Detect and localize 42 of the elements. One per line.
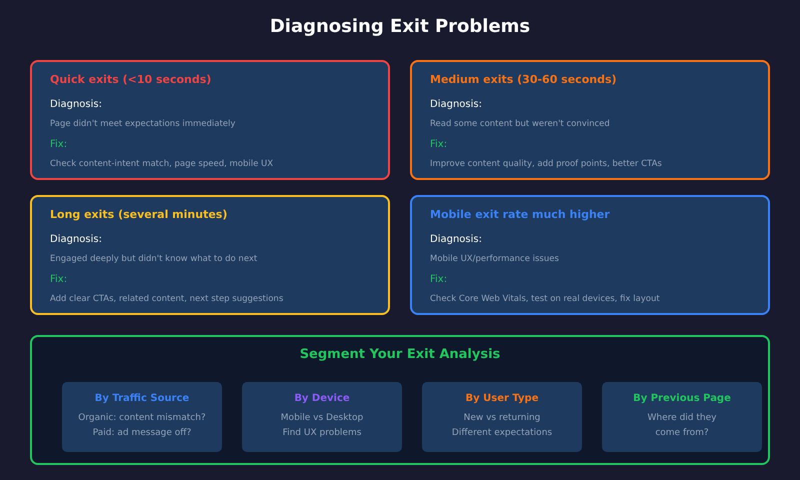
diagnosis-card: [30, 60, 390, 180]
segment-text: Paid: ad message off?: [92, 427, 192, 440]
section-label: Diagnosis:: [50, 99, 102, 110]
diagnosis-card: [410, 60, 770, 180]
card-heading: Quick exits (<10 seconds): [50, 73, 212, 86]
segment-heading: By Traffic Source: [94, 393, 190, 405]
card-heading: Mobile exit rate much higher: [430, 208, 610, 221]
diagnosis-card: [410, 195, 770, 315]
diagram-title: Diagnosing Exit Problems: [268, 16, 532, 37]
diagnosis-text: Mobile UX/performance issues: [430, 254, 559, 264]
diagnosis-text: Engaged deeply but didn't know what to do next: [50, 254, 258, 264]
section-label: Diagnosis:: [430, 99, 482, 110]
diagnosis-card: [30, 195, 390, 315]
segment-card: [62, 382, 222, 452]
diagnosis-text: Read some content but weren't convinced: [430, 119, 610, 129]
section-label: Fix:: [50, 139, 68, 150]
segment-heading: By User Type: [464, 393, 540, 405]
segment-text: Organic: content mismatch?: [77, 412, 207, 425]
section-label: Diagnosis:: [430, 234, 482, 245]
section-label: Diagnosis:: [50, 234, 102, 245]
card-heading: Medium exits (30-60 seconds): [430, 73, 617, 86]
segment-text: Where did they come from?: [646, 412, 718, 440]
fix-text: Check content-intent match, page speed, mobile UX: [50, 159, 274, 169]
segment-heading: By Device: [293, 393, 351, 405]
section-label: Fix:: [430, 139, 448, 150]
segment-panel: [30, 335, 770, 465]
segment-text: Mobile vs Desktop: [280, 412, 364, 425]
section-label: Fix:: [430, 274, 448, 285]
card-heading: Long exits (several minutes): [50, 208, 228, 221]
segment-text: Different expectations: [450, 427, 554, 440]
segment-card: [242, 382, 402, 452]
segment-text: New vs returning: [462, 412, 542, 425]
segment-text: Find UX problems: [282, 427, 362, 440]
section-label: Fix:: [50, 274, 68, 285]
segment-card: [602, 382, 762, 452]
segment-heading: By Previous Page: [632, 393, 732, 405]
fix-text: Add clear CTAs, related content, next step suggestions: [50, 294, 284, 304]
fix-text: Check Core Web Vitals, test on real devices, fix layout: [430, 294, 660, 304]
segment-card: [422, 382, 582, 452]
diagnosis-text: Page didn't meet expectations immediately: [50, 119, 236, 129]
fix-text: Improve content quality, add proof points, better CTAs: [430, 159, 662, 169]
panel-heading: Segment Your Exit Analysis: [298, 347, 502, 362]
